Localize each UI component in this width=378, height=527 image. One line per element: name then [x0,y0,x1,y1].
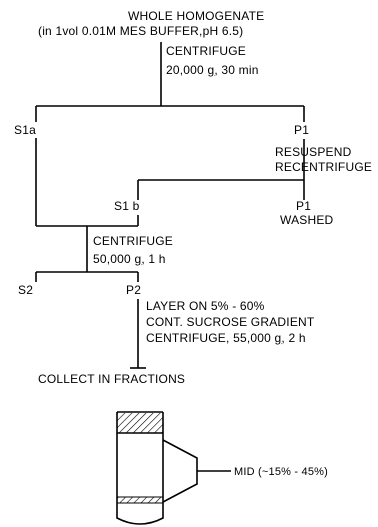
recentrifuge-label: RECENTRIFUGE [275,160,372,174]
layer-instruction-line3: CENTRIFUGE, 55,000 g, 2 h [146,331,306,345]
tube-bottom [116,512,164,525]
step2-g-unit: g [134,252,141,266]
layer-instruction-line1: LAYER ON 5% - 60% [146,299,265,313]
layer-g-unit: g [275,331,282,345]
washed-label: WASHED [280,213,334,227]
tube-pellet-band [116,496,164,504]
s2-label: S2 [18,283,33,297]
p1-label: P1 [294,123,309,137]
title-text: WHOLE HOMOGENATE [128,9,264,23]
step1-speed: 20,000 [166,63,204,77]
tube-mid-band-bracket [162,439,198,503]
p2-label: P2 [126,283,141,297]
centrifuge-step2-params: 50,000 g, 1 h [93,252,166,266]
subtitle-text: (in 1vol 0.01M MES BUFFER,pH 6.5) [38,24,243,38]
step1-g-unit: g [207,63,214,77]
centrifuge-step2-label: CENTRIFUGE [93,234,173,248]
step2-time: , 1 h [141,252,165,266]
layer-instruction-line2: CONT. SUCROSE GRADIENT [146,315,315,329]
tube-top-hatched-layer [117,413,163,433]
mid-fraction-label: MID (~15% - 45%) [234,466,328,478]
layer-line3-post: , 2 h [281,331,305,345]
step1-time: , 30 min [214,63,258,77]
s1b-label: S1 b [114,199,140,213]
resuspend-label: RESUSPEND [275,145,352,159]
s1a-label: S1a [14,123,36,137]
collect-fractions-label: COLLECT IN FRACTIONS [38,372,185,386]
centrifuge-step1-params: 20,000 g, 30 min [166,63,259,77]
gradient-tube-drawing [116,411,231,525]
layer-line3-pre: CENTRIFUGE, 55,000 [146,331,275,345]
step2-speed: 50,000 [93,252,131,266]
centrifuge-step1-label: CENTRIFUGE [166,44,246,58]
p1-washed-label: P1 [296,199,311,213]
